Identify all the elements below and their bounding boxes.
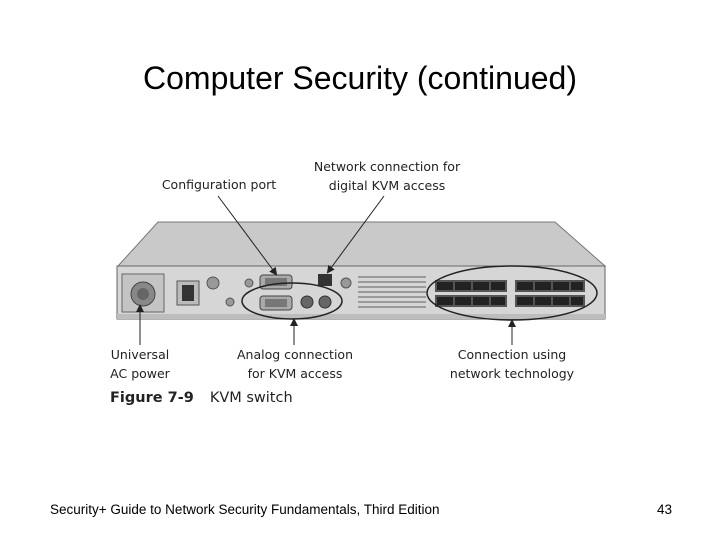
network-conn-arrow bbox=[326, 195, 385, 274]
footer-page-number: 43 bbox=[656, 502, 672, 517]
digital-network-port bbox=[318, 274, 332, 286]
figure-caption: Figure 7-9 KVM switch bbox=[110, 390, 293, 406]
network-ports-right bbox=[515, 280, 585, 307]
label-universal-ac-power: Universal AC power bbox=[110, 347, 170, 381]
label-network-connection: Network connection for digital KVM acces… bbox=[313, 159, 461, 193]
network-ports-left bbox=[435, 280, 507, 307]
figure-caption-text: KVM switch bbox=[209, 390, 293, 406]
label-analog-connection: Analog connection for KVM access bbox=[236, 347, 354, 381]
slide-title: Computer Security (continued) bbox=[143, 60, 577, 96]
label-configuration-port: Configuration port bbox=[161, 177, 277, 192]
footer-book-title: Security+ Guide to Network Security Fund… bbox=[50, 502, 440, 517]
chassis-top bbox=[116, 221, 607, 267]
config-port-arrow bbox=[217, 195, 278, 276]
vent-grille bbox=[358, 276, 426, 308]
label-network-technology: Connection using network technology bbox=[449, 347, 575, 381]
figure-number: Figure 7-9 bbox=[110, 390, 194, 406]
